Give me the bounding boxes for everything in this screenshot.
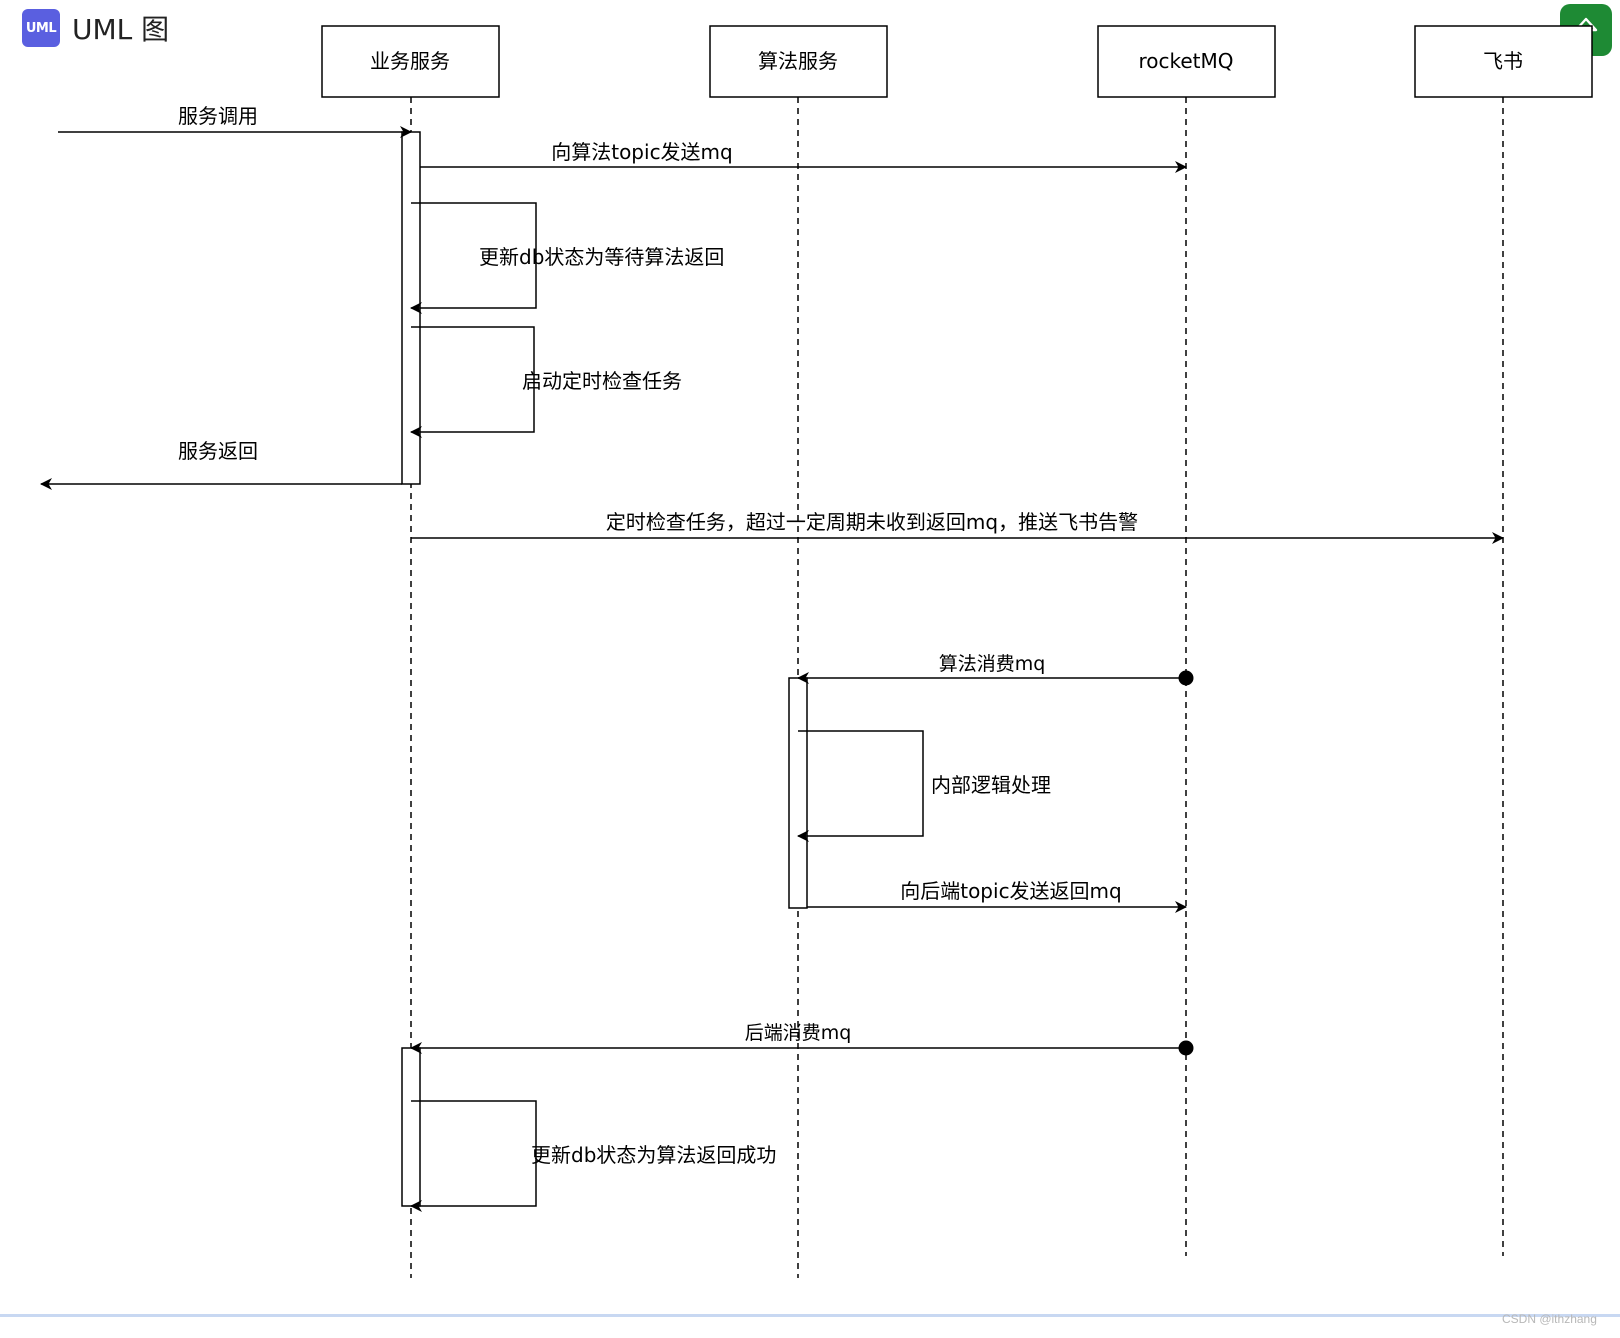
app-header: UML UML 图 [22, 8, 169, 48]
lifeline-feishu: 飞书 [1414, 25, 1593, 98]
svg-text:内部逻辑处理: 内部逻辑处理 [931, 773, 1051, 797]
lifeline-rocketmq: rocketMQ [1097, 25, 1276, 98]
svg-text:向算法topic发送mq: 向算法topic发送mq [551, 140, 733, 164]
message-send-algo-mq: 向算法topic发送mq [420, 140, 1187, 173]
lifeline-label: 业务服务 [370, 49, 450, 73]
svg-text:后端消费mq: 后端消费mq [745, 1022, 852, 1044]
message-start-timer-task: 启动定时检查任务 [410, 326, 682, 438]
svg-text:算法消费mq: 算法消费mq [939, 653, 1046, 675]
message-algo-consume-mq: 算法消费mq [797, 653, 1194, 686]
lifeline-label: 飞书 [1483, 49, 1523, 73]
activation-bar [788, 677, 808, 909]
message-service-return: 服务返回 [40, 439, 402, 490]
svg-text:向后端topic发送返回mq: 向后端topic发送返回mq [900, 879, 1122, 903]
svg-text:更新db状态为等待算法返回: 更新db状态为等待算法返回 [479, 245, 724, 269]
message-service-call: 服务调用 [58, 104, 412, 138]
message-backend-consume-mq: 后端消费mq [410, 1022, 1194, 1056]
message-internal-logic: 内部逻辑处理 [797, 730, 1051, 842]
bottom-divider [0, 1314, 1620, 1317]
sequence-diagram: 业务服务 算法服务 rocketMQ 飞书 服务调用 向算法topic发送mq … [40, 25, 1593, 1278]
svg-text:更新db状态为算法返回成功: 更新db状态为算法返回成功 [531, 1143, 776, 1167]
svg-text:定时检查任务，超过一定周期未收到返回mq，推送飞书告警: 定时检查任务，超过一定周期未收到返回mq，推送飞书告警 [606, 510, 1138, 534]
watermark: CSDN @ithzhang [1502, 1312, 1597, 1326]
svg-text:启动定时检查任务: 启动定时检查任务 [522, 369, 682, 393]
message-update-db-waiting: 更新db状态为等待算法返回 [410, 202, 724, 314]
message-feishu-alert: 定时检查任务，超过一定周期未收到返回mq，推送飞书告警 [411, 510, 1504, 544]
page-title: UML 图 [72, 13, 170, 46]
lifeline-algorithm-service: 算法服务 [709, 25, 888, 98]
lifeline-label: 算法服务 [758, 49, 838, 73]
svg-text:服务返回: 服务返回 [178, 439, 258, 463]
lifeline-business-service: 业务服务 [321, 25, 500, 98]
svg-text:服务调用: 服务调用 [178, 104, 258, 128]
message-update-db-success: 更新db状态为算法返回成功 [410, 1100, 776, 1212]
uml-logo-icon: UML [22, 9, 60, 47]
lifeline-label: rocketMQ [1138, 49, 1233, 73]
activation-bar [401, 1047, 421, 1207]
message-send-backend-mq: 向后端topic发送返回mq [807, 879, 1187, 913]
